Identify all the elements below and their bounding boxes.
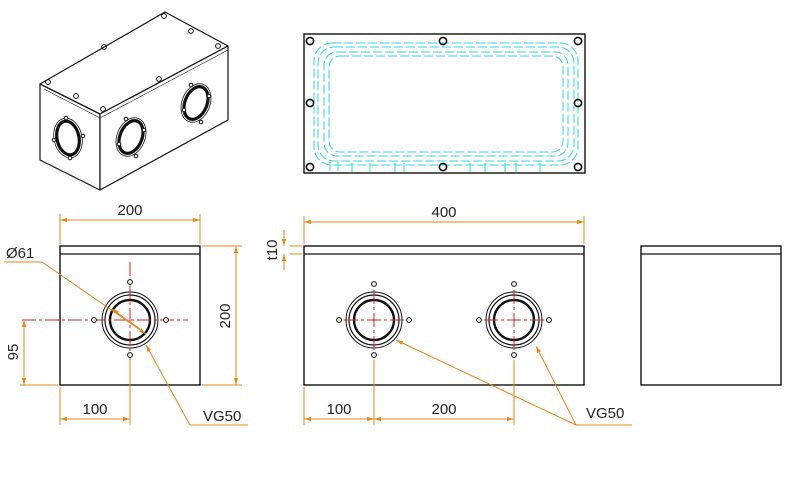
top-view [303, 33, 586, 174]
dim-height: 200 [217, 303, 234, 328]
lid-screws [45, 13, 221, 112]
dim-front-width: 400 [431, 204, 456, 221]
top-screws [305, 36, 583, 172]
callout-side-gland: VG50 [203, 408, 241, 425]
front-centerlines [344, 290, 544, 352]
isometric-view [39, 11, 229, 191]
dim-hole-spacing: 200 [431, 401, 456, 418]
dim-side-width: 200 [117, 202, 142, 219]
dim-hole-height: 95 [5, 344, 22, 361]
front-gland-screws [336, 281, 552, 358]
callout-front-gland: VG50 [586, 405, 624, 422]
end-view [640, 245, 782, 386]
dim-lid-thickness: t10 [264, 240, 281, 261]
dimension-lines [4, 214, 632, 426]
dim-side-hole-offset: 100 [82, 401, 107, 418]
front-view [303, 245, 585, 386]
side-gland-screws [91, 279, 169, 358]
dimension-texts: 200 400 t10 200 Ø61 95 100 100 200 VG50 … [5, 202, 624, 425]
iso-hole-screws [51, 82, 212, 161]
dim-front-hole-offset: 100 [326, 401, 351, 418]
dim-hole-diameter: Ø61 [6, 245, 34, 262]
